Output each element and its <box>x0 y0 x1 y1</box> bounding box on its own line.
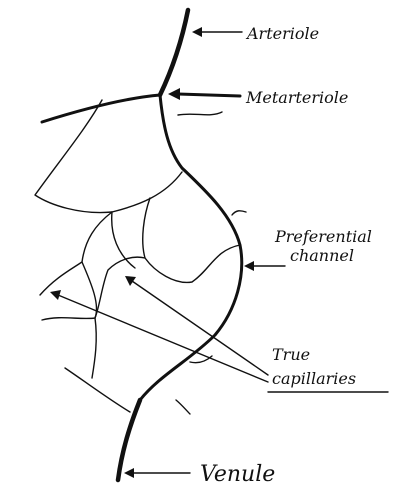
capillary-segment <box>92 318 96 378</box>
metarteriole-label: Metarteriole <box>245 88 348 107</box>
capillary-segment <box>65 368 130 412</box>
capillary-segment <box>176 400 190 414</box>
preferential-channel-arrowhead <box>244 261 254 271</box>
preferential-channel-label-line1: Preferential <box>274 227 372 246</box>
arteriole-label: Arteriole <box>245 24 319 43</box>
true-capillaries-label-line2: capillaries <box>272 369 356 388</box>
arteriole-branch <box>42 95 160 122</box>
arteriole-arrowhead <box>192 27 202 37</box>
true-capillaries-arrowhead-lower <box>50 290 61 300</box>
true-capillaries-pointer-upper <box>132 281 268 375</box>
capillary-segment <box>232 211 246 215</box>
metarteriole-pointer <box>178 94 240 96</box>
capillary-segment <box>143 198 240 282</box>
metarteriole-vessel <box>140 95 242 400</box>
capillary-segment <box>178 112 222 115</box>
true-capillary-network <box>35 100 246 414</box>
true-capillaries-arrowhead-upper <box>125 276 136 286</box>
capillary-segment <box>40 212 112 295</box>
venule-arrowhead <box>124 468 134 478</box>
metarteriole-arrowhead <box>168 88 180 100</box>
labels: Arteriole Metarteriole Preferential chan… <box>200 24 372 487</box>
preferential-channel-label-line2: channel <box>290 246 354 265</box>
true-capillaries-label-line1: True <box>272 345 310 364</box>
arteriole-vessel <box>160 10 188 95</box>
vessels <box>42 10 242 480</box>
capillary-segment <box>95 257 145 318</box>
true-capillaries-pointer-lower <box>58 295 268 382</box>
venule-label: Venule <box>200 462 275 487</box>
